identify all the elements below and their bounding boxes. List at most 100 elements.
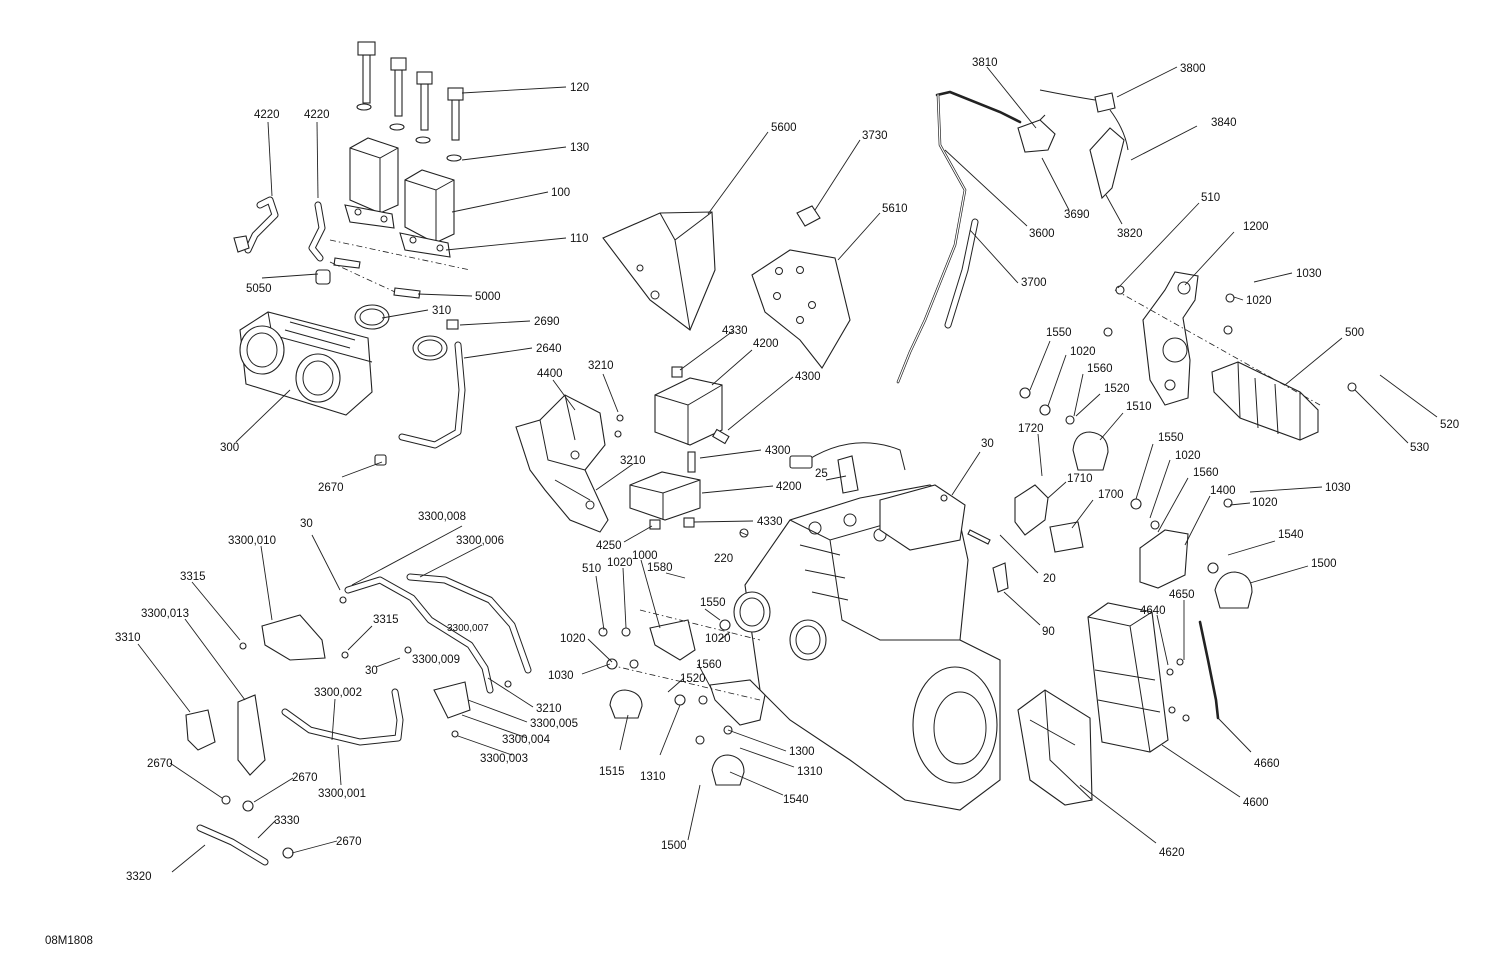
- callout-4620: 4620: [1159, 847, 1185, 859]
- callout-1020-d: 1020: [1252, 497, 1278, 509]
- callout-1020-b: 1020: [1070, 346, 1096, 358]
- callout-1710: 1710: [1067, 473, 1093, 485]
- callout-1020-f: 1020: [560, 633, 586, 645]
- callout-1550-a: 1550: [1046, 327, 1072, 339]
- callout-3320: 3320: [126, 871, 152, 883]
- callout-3300-010: 3300,010: [228, 535, 276, 547]
- callout-3210-b: 3210: [620, 455, 646, 467]
- callout-3310: 3310: [115, 632, 141, 644]
- callout-130: 130: [570, 142, 589, 154]
- callout-300: 300: [220, 442, 239, 454]
- callout-labels: 120 130 100 110 4220 4220 5050 5000 310 …: [115, 57, 1459, 883]
- callout-1520-a: 1520: [1104, 383, 1130, 395]
- callout-4600: 4600: [1243, 797, 1269, 809]
- engine-mounts: [609, 431, 1253, 786]
- callout-1400: 1400: [1210, 485, 1236, 497]
- callout-2640: 2640: [536, 343, 562, 355]
- callout-4250: 4250: [596, 540, 622, 552]
- callout-4200-a: 4200: [753, 338, 779, 350]
- callout-500: 500: [1345, 327, 1364, 339]
- callout-1550-b: 1550: [1158, 432, 1184, 444]
- callout-1580: 1580: [647, 562, 673, 574]
- callout-310: 310: [432, 305, 451, 317]
- callout-5600: 5600: [771, 122, 797, 134]
- callout-4640: 4640: [1140, 605, 1166, 617]
- intake-cover: [602, 205, 851, 369]
- callout-3810: 3810: [972, 57, 998, 69]
- callout-30-c: 30: [365, 665, 378, 677]
- callout-4330-a: 4330: [722, 325, 748, 337]
- callout-1560-a: 1560: [1087, 363, 1113, 375]
- callout-2670-a: 2670: [318, 482, 344, 494]
- callout-3730: 3730: [862, 130, 888, 142]
- callout-5000: 5000: [475, 291, 501, 303]
- callout-3690: 3690: [1064, 209, 1090, 221]
- drawing-code: 08M1808: [45, 935, 93, 947]
- callout-4650: 4650: [1169, 589, 1195, 601]
- oil-lines-and-sensors: [896, 89, 1129, 384]
- callout-4220-b: 4220: [304, 109, 330, 121]
- callout-3315-b: 3315: [373, 614, 399, 626]
- callout-3300-013: 3300,013: [141, 608, 189, 620]
- ecm-unit: [1017, 602, 1220, 806]
- callout-1000: 1000: [632, 550, 658, 562]
- callout-1020-e: 1020: [607, 557, 633, 569]
- callout-3300-007: 3300,007: [447, 623, 489, 634]
- callout-1515: 1515: [599, 766, 625, 778]
- callout-3315-a: 3315: [180, 571, 206, 583]
- callout-1510: 1510: [1126, 401, 1152, 413]
- callout-5050: 5050: [246, 283, 272, 295]
- callout-30-a: 30: [981, 438, 994, 450]
- callout-3300-005: 3300,005: [530, 718, 578, 730]
- callout-3840: 3840: [1211, 117, 1237, 129]
- callout-3300-009: 3300,009: [412, 654, 460, 666]
- callout-4300-a: 4300: [795, 371, 821, 383]
- callout-1030-b: 1030: [1325, 482, 1351, 494]
- callout-3700: 3700: [1021, 277, 1047, 289]
- callout-100: 100: [551, 187, 570, 199]
- callout-1020-g: 1020: [705, 633, 731, 645]
- callout-1200: 1200: [1243, 221, 1269, 233]
- spark-plug-caps: [233, 196, 471, 299]
- callout-5610: 5610: [882, 203, 908, 215]
- callout-3300-004: 3300,004: [502, 734, 551, 746]
- callout-1310-a: 1310: [640, 771, 666, 783]
- callout-1550-c: 1550: [700, 597, 726, 609]
- callout-3300-003: 3300,003: [480, 753, 528, 765]
- leader-lines: [137, 66, 1438, 873]
- callout-1300: 1300: [789, 746, 815, 758]
- callout-1500-b: 1500: [661, 840, 687, 852]
- callout-4400: 4400: [537, 368, 563, 380]
- callout-3300-002: 3300,002: [314, 687, 362, 699]
- callout-1540-b: 1540: [783, 794, 809, 806]
- callout-4200-b: 4200: [776, 481, 802, 493]
- ignition-coils: [344, 137, 455, 258]
- callout-1540-a: 1540: [1278, 529, 1304, 541]
- callout-2670-d: 2670: [336, 836, 362, 848]
- callout-1560-b: 1560: [1193, 467, 1219, 479]
- coil-bolts: [356, 41, 464, 162]
- callout-3210-c: 3210: [536, 703, 562, 715]
- callout-120: 120: [570, 82, 589, 94]
- callout-3300-006: 3300,006: [456, 535, 504, 547]
- ignition-module: [629, 366, 730, 530]
- callout-1030-a: 1030: [1296, 268, 1322, 280]
- callout-1310-b: 1310: [797, 766, 823, 778]
- callout-2670-b: 2670: [147, 758, 173, 770]
- callout-510-a: 510: [1201, 192, 1220, 204]
- callout-510-b: 510: [582, 563, 601, 575]
- callout-2670-c: 2670: [292, 772, 318, 784]
- callout-3300-001: 3300,001: [318, 788, 366, 800]
- parts-illustration: [185, 41, 1357, 866]
- callout-110: 110: [570, 233, 588, 245]
- callout-3210-a: 3210: [588, 360, 614, 372]
- callout-3800: 3800: [1180, 63, 1206, 75]
- callout-1020-a: 1020: [1246, 295, 1272, 307]
- callout-4220-a: 4220: [254, 109, 280, 121]
- callout-1520-b: 1520: [680, 673, 706, 685]
- callout-520: 520: [1440, 419, 1459, 431]
- callout-4300-b: 4300: [765, 445, 791, 457]
- callout-1500-a: 1500: [1311, 558, 1337, 570]
- oil-pump-group: [185, 573, 532, 866]
